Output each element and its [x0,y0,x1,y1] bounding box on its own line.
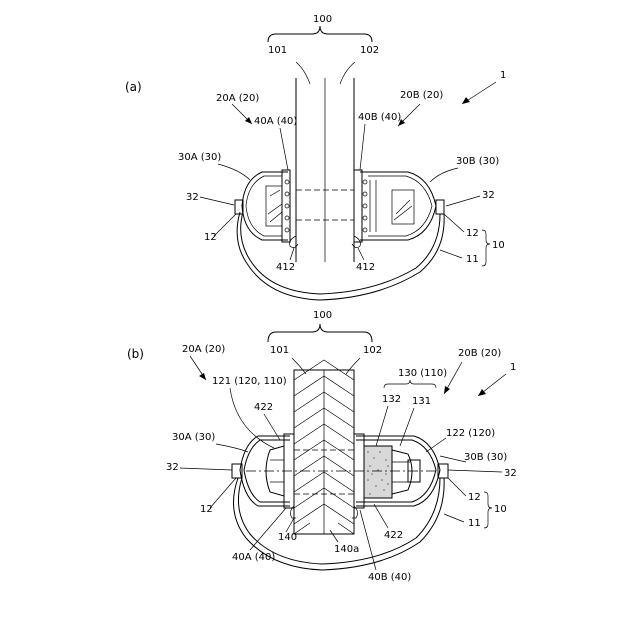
figure-b: (b) 100 101 102 1 20A (20) [127,310,517,583]
panel-label-b: (b) [127,347,144,361]
label-32R-a: 32 [482,190,495,201]
label-12R-b: 12 [468,492,481,503]
label-1-b: 1 [510,362,516,373]
label-40A-a: 40A (40) [254,116,297,127]
label-40B-b: 40B (40) [368,572,411,583]
label-140-b: 140 [278,532,297,543]
label-11-a: 11 [466,254,479,265]
label-10-b: 10 [494,504,507,515]
label-102-b: 102 [363,345,382,356]
label-30B-a: 30B (30) [456,156,499,167]
label-102-a: 102 [360,45,379,56]
label-20B-b: 20B (20) [458,348,501,359]
label-101-a: 101 [268,45,287,56]
label-32R-b: 32 [504,468,517,479]
label-121-b: 121 (120, 110) [212,376,287,387]
label-20B-a: 20B (20) [400,90,443,101]
label-20A-a: 20A (20) [216,93,259,104]
label-100-a: 100 [313,14,332,25]
label-30A-b: 30A (30) [172,432,215,443]
label-100-b: 100 [313,310,332,321]
label-122-b: 122 (120) [446,428,495,439]
label-422-bot-b: 422 [384,530,403,541]
label-12L-b: 12 [200,504,213,515]
label-32L-a: 32 [186,192,199,203]
label-132-b: 132 [382,394,401,405]
label-101-b: 101 [270,345,289,356]
label-40A-b: 40A (40) [232,552,275,563]
label-412L-a: 412 [276,262,295,273]
label-30A-a: 30A (30) [178,152,221,163]
label-12L-a: 12 [204,232,217,243]
label-32L-b: 32 [166,462,179,473]
label-422-top-b: 422 [254,402,273,413]
label-1-a: 1 [500,70,506,81]
label-10-a: 10 [492,240,505,251]
label-11-b: 11 [468,518,481,529]
label-130-b: 130 (110) [398,368,447,379]
label-20A-b: 20A (20) [182,344,225,355]
panel-label-a: (a) [125,80,142,94]
label-30B-b: 30B (30) [464,452,507,463]
label-131-b: 131 [412,396,431,407]
figure-a: (a) 100 101 102 1 20A (20) 20B (20) 40A … [125,14,506,300]
label-40B-a: 40B (40) [358,112,401,123]
label-12R-a: 12 [466,228,479,239]
brace-100-a [268,26,372,42]
brace-100-b [268,324,372,342]
label-140a-b: 140a [334,544,359,555]
label-412R-a: 412 [356,262,375,273]
